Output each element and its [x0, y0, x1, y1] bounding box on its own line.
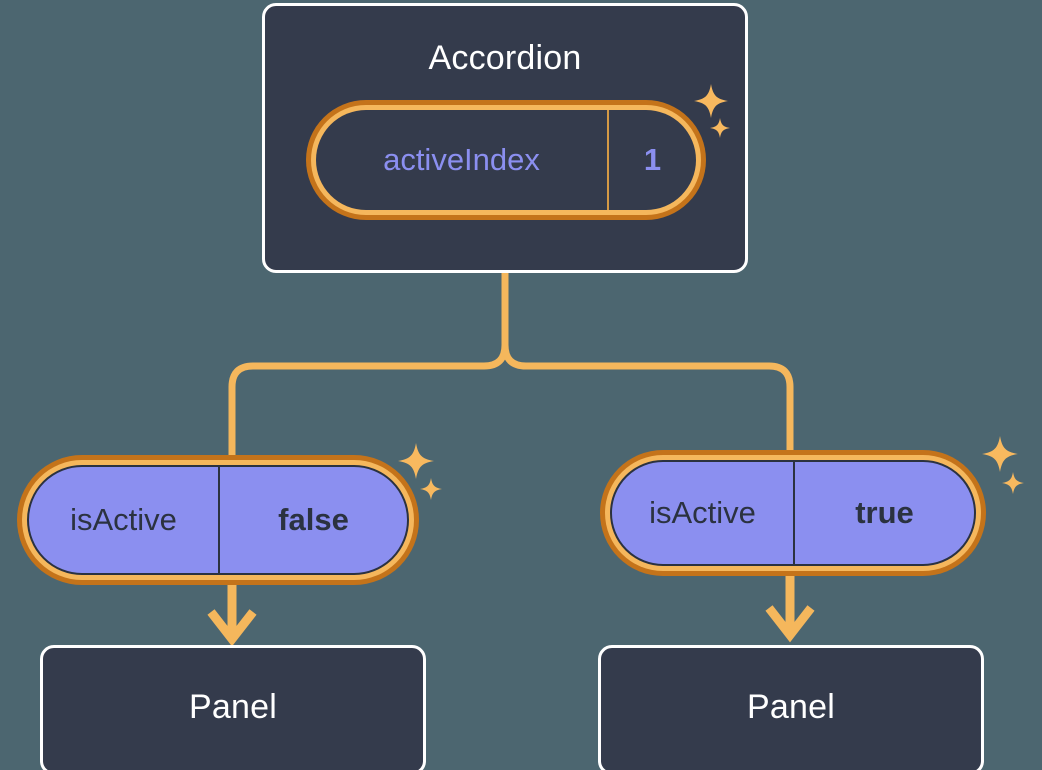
component-node-panel-left[interactable]: Panel [40, 645, 426, 770]
prop-pill-is-active-false[interactable]: isActive false [17, 455, 419, 585]
prop-value-is-active-right: true [793, 462, 974, 564]
state-pill-body: activeIndex 1 [316, 110, 696, 210]
state-pill-active-index[interactable]: activeIndex 1 [306, 100, 706, 220]
connector-branch-right [501, 344, 794, 465]
state-pill-ring: activeIndex 1 [311, 105, 701, 215]
sparkle-icon [398, 443, 434, 479]
prop-pill-ring: isActive false [22, 460, 414, 580]
sparkle-icon [420, 478, 442, 500]
prop-pill-ring: isActive true [605, 455, 981, 571]
sparkle-icon [982, 436, 1018, 472]
prop-pill-is-active-true[interactable]: isActive true [600, 450, 986, 576]
accordion-title: Accordion [428, 39, 582, 77]
prop-pill-body: isActive false [27, 465, 409, 575]
sparkle-icon [1002, 472, 1024, 494]
connector-branch-left [228, 344, 509, 470]
prop-pill-body: isActive true [610, 460, 976, 566]
panel-left-title: Panel [189, 688, 277, 726]
arrow-head-left-icon [207, 609, 257, 647]
panel-right-title: Panel [747, 688, 835, 726]
prop-key-is-active-left: isActive [70, 502, 177, 537]
arrow-head-right-icon [765, 605, 815, 643]
prop-value-is-active-left: false [218, 467, 407, 573]
state-value-active-index: 1 [607, 110, 696, 210]
state-key-active-index: activeIndex [383, 142, 540, 177]
prop-key-is-active-right: isActive [649, 495, 756, 530]
component-node-panel-right[interactable]: Panel [598, 645, 984, 770]
